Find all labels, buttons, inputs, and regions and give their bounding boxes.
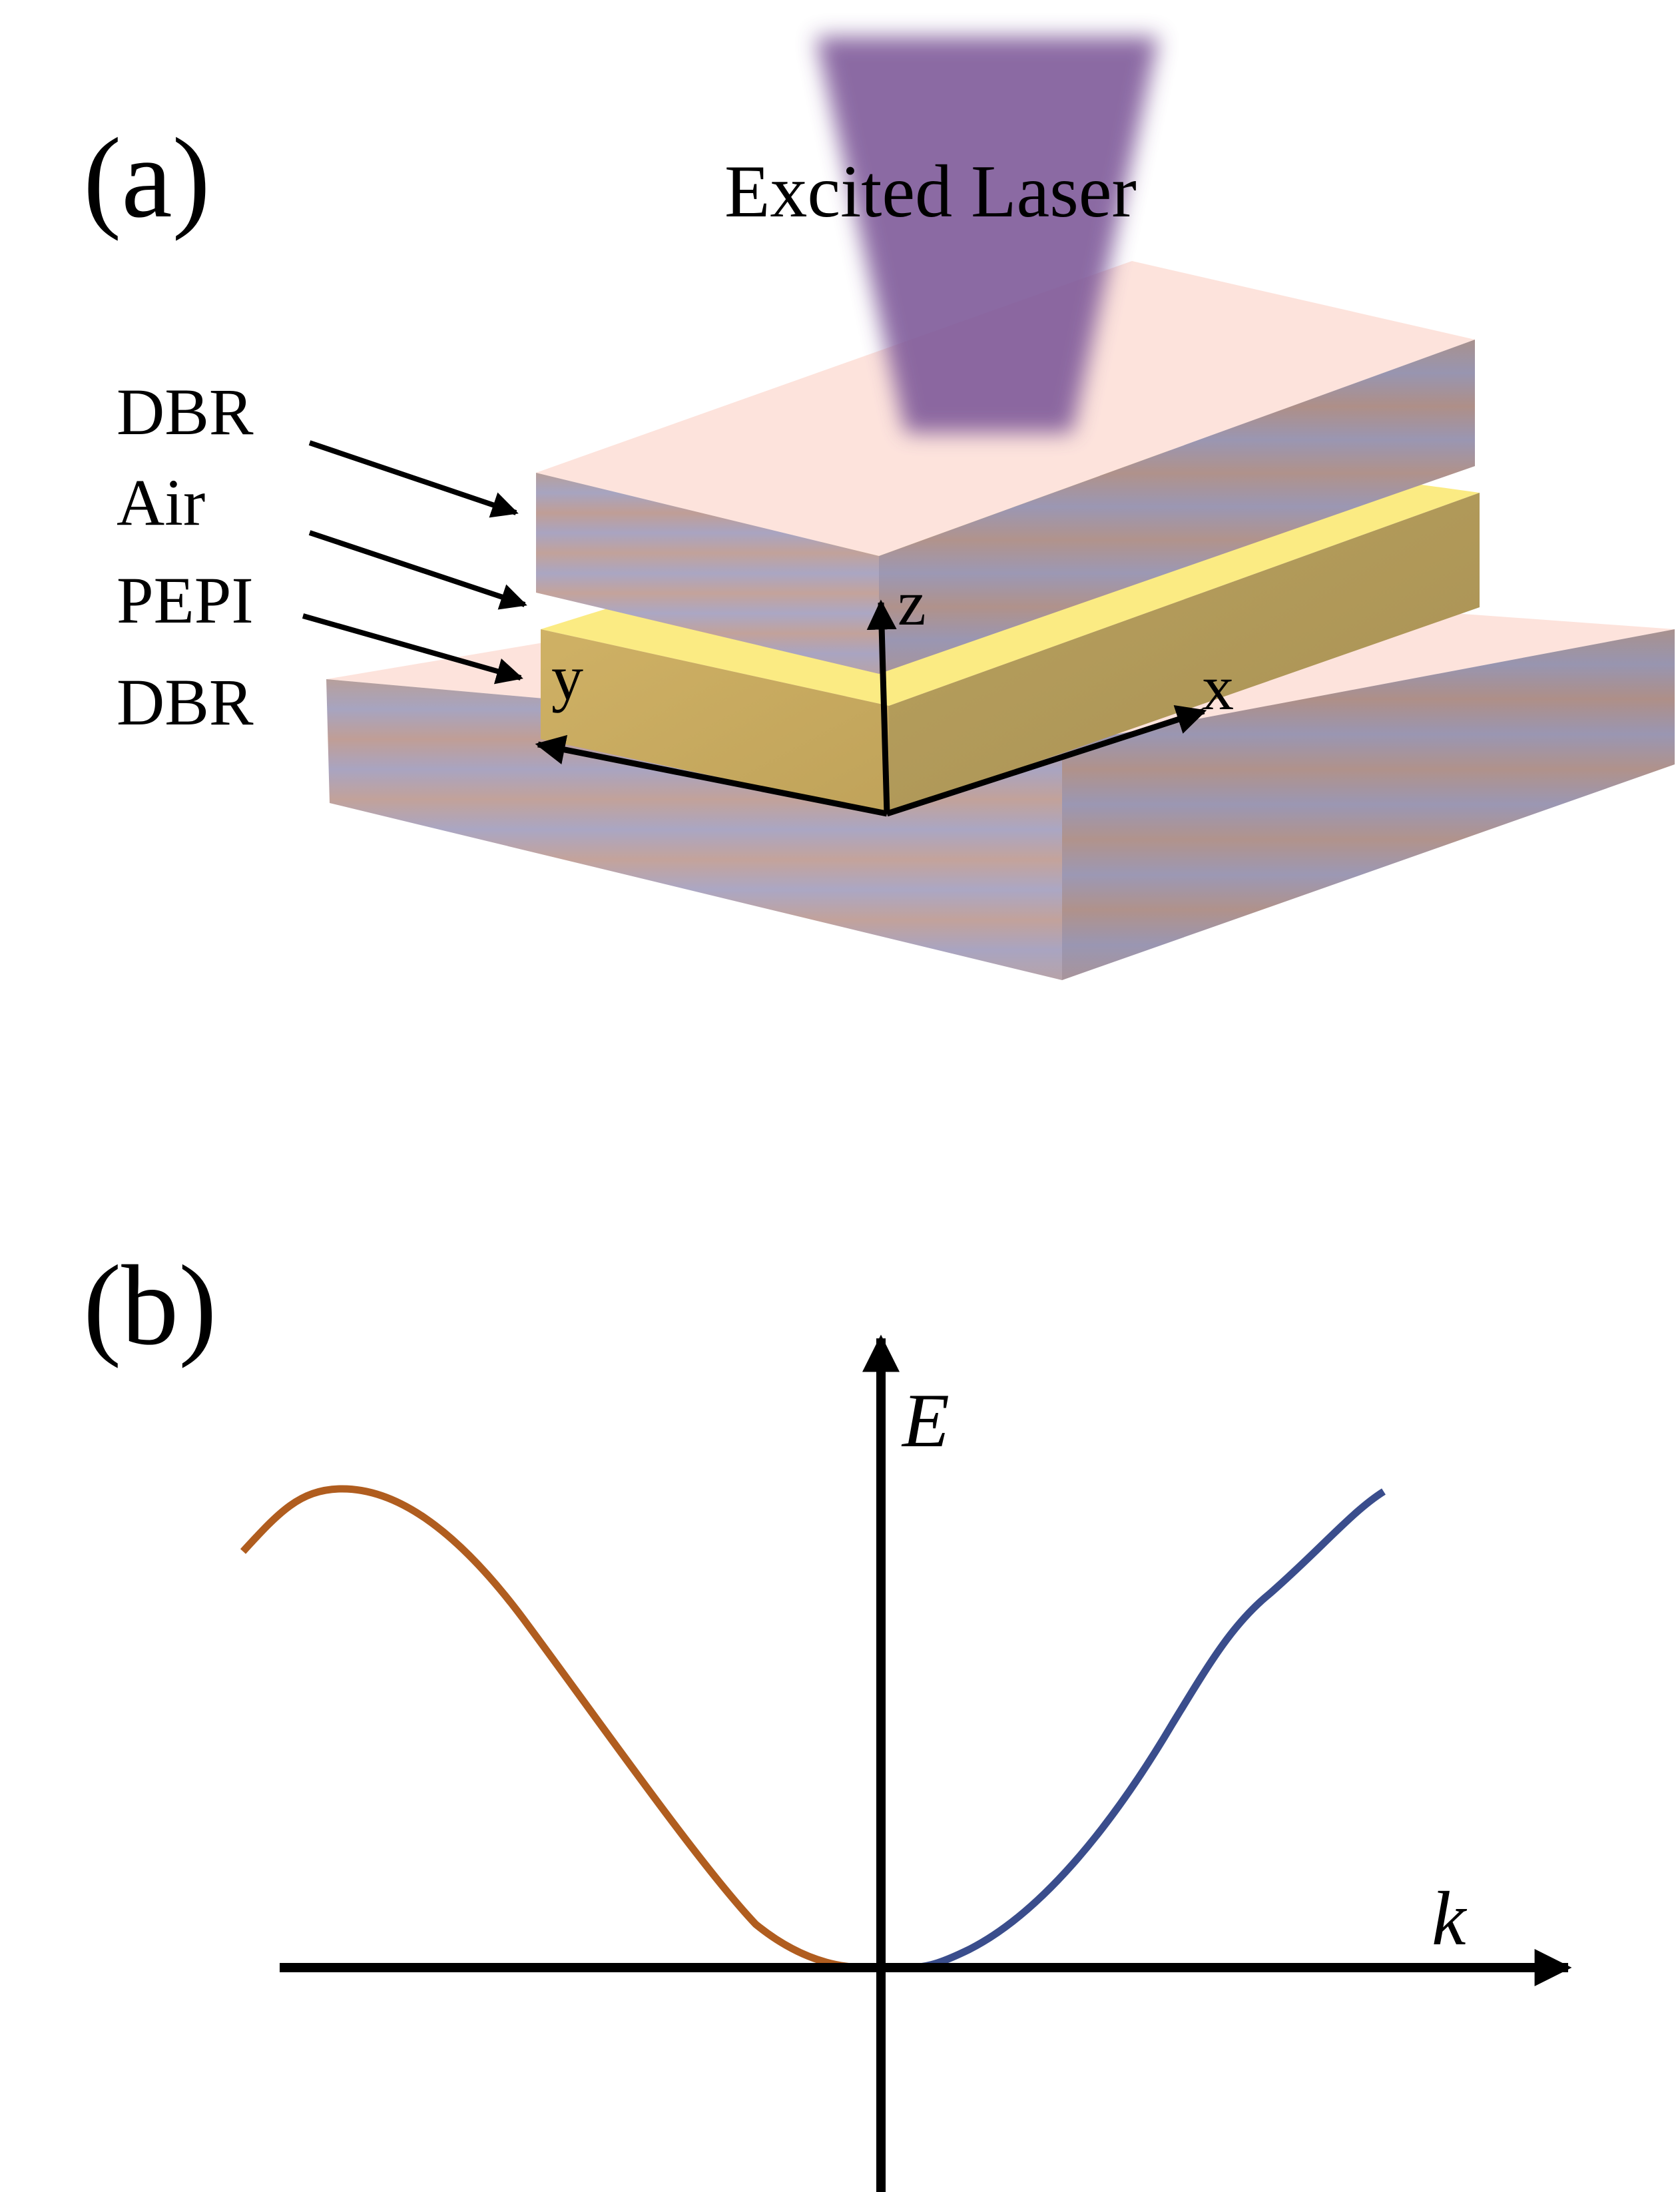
panel-a: (a) Excited Laser z x y [83, 37, 1675, 980]
left-dispersion-branch [240, 1485, 870, 1972]
laser-label: Excited Laser [724, 150, 1137, 233]
k-axis-label: k [1432, 1876, 1468, 1962]
e-axis-label: E [901, 1378, 950, 1464]
x-axis-label: x [1202, 652, 1234, 723]
pepi-pointer [302, 613, 523, 685]
bottom-dbr-side-face [1062, 629, 1675, 980]
panel-a-label: (a) [83, 115, 210, 242]
pepi-side-face [889, 493, 1480, 814]
z-axis-arrow [866, 599, 897, 814]
y-axis-arrow [535, 734, 888, 817]
right-dispersion-branch [908, 1488, 1386, 1972]
y-axis-label: y [551, 642, 583, 713]
dbr-top-pointer [308, 440, 519, 518]
laser-beam [816, 37, 1159, 433]
x-axis-arrow [886, 705, 1207, 817]
pepi-front-face [541, 629, 889, 814]
layer-label-dbr-bottom: DBR [117, 665, 254, 739]
z-axis-label: z [898, 567, 926, 639]
coordinate-axes: z x y [535, 567, 1234, 817]
panel-b: (b) k E [83, 1242, 1572, 2192]
top-dbr-side-face [879, 340, 1475, 674]
layer-labels: DBR Air PEPI DBR [117, 375, 527, 739]
layer-label-dbr-top: DBR [117, 375, 254, 449]
top-dbr-front-face [536, 473, 879, 674]
panel-b-label: (b) [83, 1242, 217, 1369]
layer-label-air: Air [117, 465, 205, 539]
air-pointer [308, 530, 527, 610]
layer-label-pepi: PEPI [117, 563, 254, 637]
